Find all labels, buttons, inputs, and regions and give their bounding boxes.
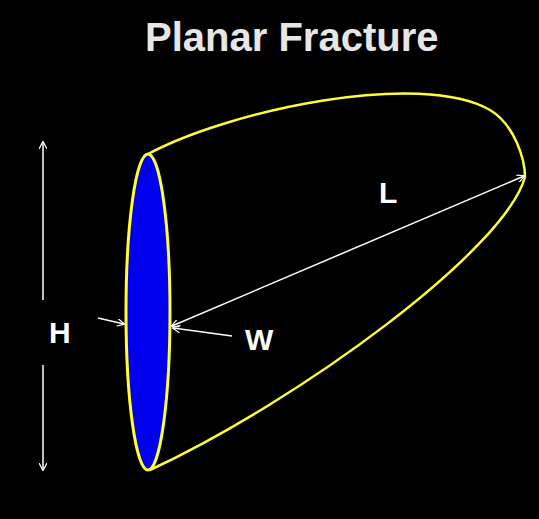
fracture-outline <box>148 94 525 470</box>
diagram-title: Planar Fracture <box>145 17 438 57</box>
width-arrow <box>173 328 232 336</box>
length-arrow <box>172 176 524 326</box>
width-label: W <box>245 325 273 355</box>
height-label: H <box>49 318 71 348</box>
fracture-face <box>126 154 170 470</box>
width-arrow <box>98 318 124 324</box>
height-arrow <box>42 142 44 300</box>
length-label: L <box>379 178 397 208</box>
height-arrow <box>42 365 44 470</box>
